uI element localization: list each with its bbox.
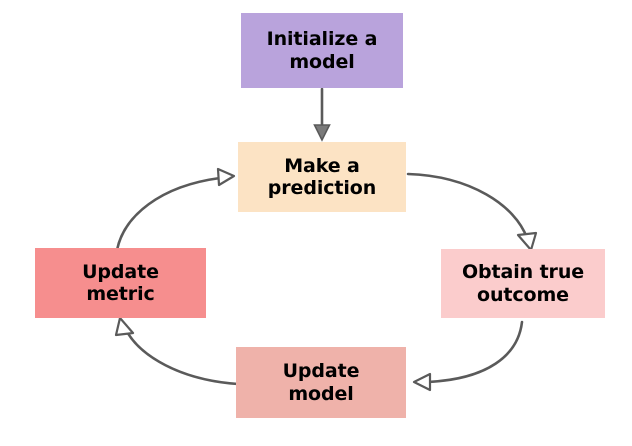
node-update-model[interactable]: Update model — [236, 347, 406, 418]
node-make-a-prediction[interactable]: Make a prediction — [238, 142, 406, 212]
edge-update-metric-to-predict — [115, 167, 236, 252]
edge-initialize-to-predict — [313, 87, 331, 142]
edge-outcome-to-update-model — [412, 320, 524, 392]
edge-predict-to-outcome — [406, 172, 538, 252]
node-initialize-model-label: Initialize a model — [266, 28, 378, 73]
node-initialize-model[interactable]: Initialize a model — [241, 13, 403, 88]
node-update-metric-label: Update metric — [82, 260, 159, 305]
edge-update-model-to-update-metric — [114, 316, 240, 386]
node-update-model-label: Update model — [282, 360, 360, 405]
node-obtain-true-outcome[interactable]: Obtain true outcome — [441, 249, 605, 318]
node-obtain-true-outcome-label: Obtain true outcome — [461, 261, 585, 306]
node-make-a-prediction-label: Make a prediction — [267, 154, 377, 199]
node-update-metric[interactable]: Update metric — [35, 248, 206, 318]
